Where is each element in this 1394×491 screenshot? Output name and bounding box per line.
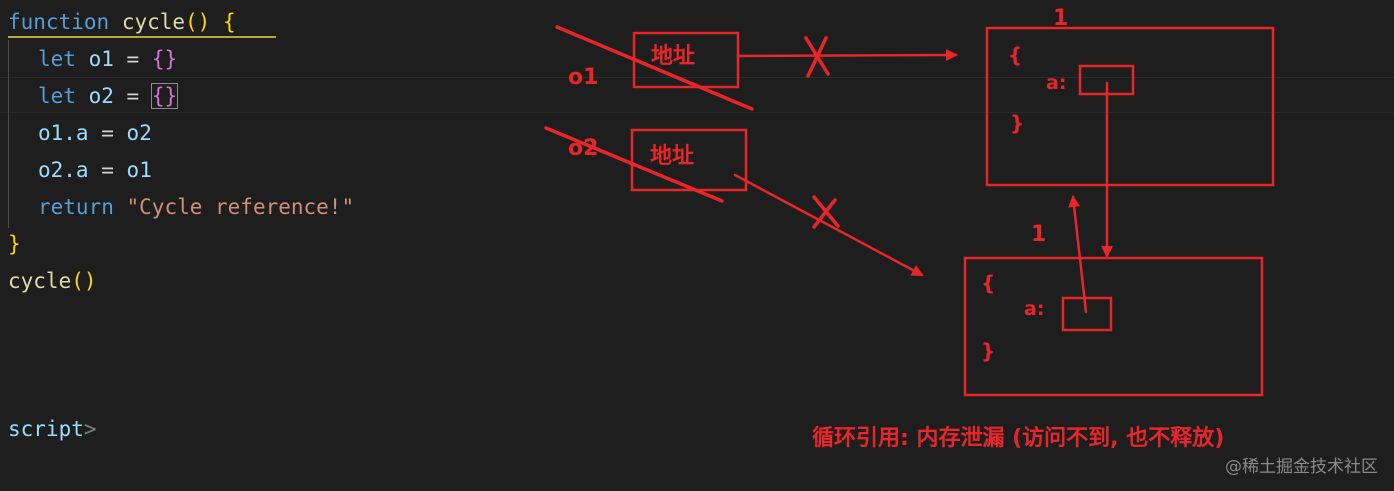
operator: = <box>101 121 114 145</box>
keyword: let <box>38 47 76 71</box>
ref-count-bottom: 1 <box>1031 222 1046 247</box>
obj-bottom-close: } <box>981 339 995 363</box>
property-access: o1.a <box>38 121 89 145</box>
variable: o1 <box>88 47 114 71</box>
line-highlight <box>0 77 1394 113</box>
operator: = <box>101 158 114 182</box>
string-literal: "Cycle reference!" <box>126 195 355 219</box>
watermark: @稀土掘金技术社区 <box>1225 457 1378 477</box>
variable: o2 <box>126 121 152 145</box>
code-line-1: function cycle() { <box>8 9 236 35</box>
arrow-addr1-to-obj <box>736 49 958 62</box>
keyword: function <box>8 10 110 34</box>
object-literal-selected: {} <box>150 83 179 109</box>
code-line-3: let o2 = {} <box>38 83 179 109</box>
obj-top-prop: a: <box>1046 72 1066 94</box>
diagram-caption: 循环引用: 内存泄漏 (访问不到, 也不释放) <box>812 426 1225 451</box>
ref-count-top: 1 <box>1053 6 1068 31</box>
variable: o1 <box>126 158 152 182</box>
close-brace: } <box>8 232 21 256</box>
code-line-6: return "Cycle reference!" <box>38 194 354 220</box>
obj-top-close: } <box>1010 111 1024 135</box>
object-literal: {} <box>151 47 178 71</box>
obj-bottom-open: { <box>981 271 995 295</box>
obj-top-open: { <box>1008 43 1022 67</box>
label-o1: o1 <box>568 65 598 90</box>
code-line-7: } <box>8 231 21 257</box>
keyword: return <box>38 195 114 219</box>
code-line-8: cycle() <box>8 268 97 294</box>
function-name: cycle <box>121 10 186 34</box>
strike-o2 <box>544 126 724 203</box>
cross-mark-2 <box>812 195 840 229</box>
open-brace: { <box>222 10 236 34</box>
code-line-4: o1.a = o2 <box>38 120 152 146</box>
function-underline <box>8 36 276 38</box>
prop-slot-bottom <box>1061 296 1113 332</box>
code-line-9: script> <box>8 416 97 442</box>
operator: = <box>126 47 140 71</box>
indent-guide <box>8 40 9 228</box>
property-access: o2.a <box>38 158 89 182</box>
code-line-2: let o1 = {} <box>38 46 177 72</box>
script-tag: script <box>8 417 84 441</box>
cross-mark-1 <box>804 36 830 78</box>
operator: = <box>126 84 140 108</box>
arrow-bottom-to-top <box>1068 195 1088 314</box>
address-label-2: 地址 <box>650 144 694 169</box>
tag-close: > <box>83 417 97 441</box>
parens: () <box>185 10 211 34</box>
address-label-1: 地址 <box>651 44 695 69</box>
keyword: let <box>38 84 76 108</box>
variable: o2 <box>88 84 114 108</box>
strike-o1 <box>555 25 754 111</box>
parens: () <box>71 269 97 293</box>
function-call: cycle <box>8 269 72 293</box>
code-line-5: o2.a = o1 <box>38 157 152 183</box>
arrow-addr2-to-obj <box>733 173 924 277</box>
address-box-2 <box>630 128 748 192</box>
obj-bottom-prop: a: <box>1024 298 1044 320</box>
object-box-bottom <box>963 256 1264 397</box>
object-box-top <box>985 26 1275 187</box>
label-o2: o2 <box>568 136 598 161</box>
